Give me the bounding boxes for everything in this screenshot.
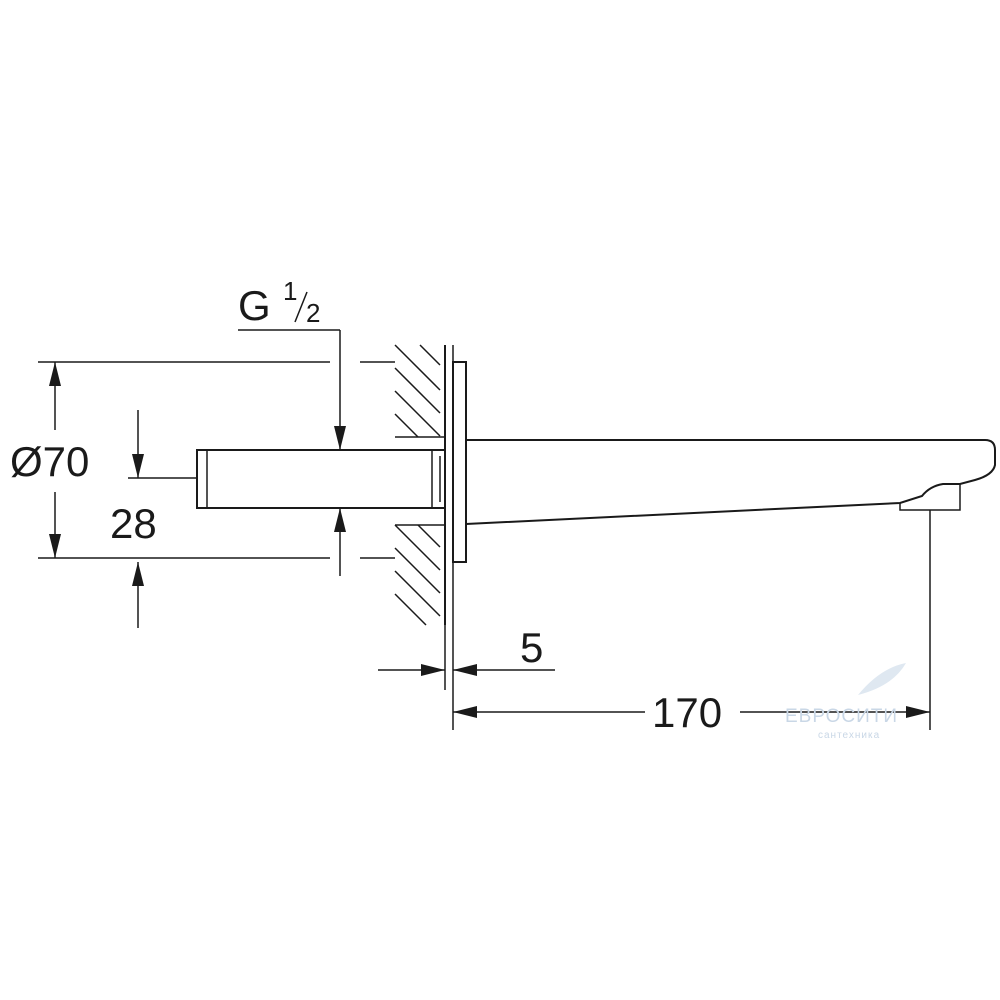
label-flange-diameter: Ø70	[10, 438, 89, 485]
watermark-tagline: сантехника	[818, 730, 880, 741]
label-thread-denominator: 2	[306, 298, 320, 328]
flange	[452, 345, 467, 625]
dimension-pipe-offset: 28	[110, 410, 197, 628]
label-thread-numerator: 1	[283, 276, 297, 306]
label-pipe-offset: 28	[110, 500, 157, 547]
dimension-spout-length: 170	[453, 510, 931, 736]
watermark-logo: ЕВРОСИТИ сантехника	[785, 663, 906, 741]
label-spout-length: 170	[652, 689, 722, 736]
label-thread-base: G	[238, 282, 271, 329]
watermark-brand: ЕВРОСИТИ	[785, 706, 898, 727]
spout-body	[465, 439, 996, 525]
connection-pipe	[196, 449, 446, 509]
leaf-icon	[858, 663, 906, 695]
dimension-flange-diameter: Ø70	[10, 361, 395, 559]
wall-section	[394, 344, 446, 626]
dimension-thread: G 1 2	[238, 276, 346, 576]
label-wall-gap: 5	[520, 624, 543, 671]
